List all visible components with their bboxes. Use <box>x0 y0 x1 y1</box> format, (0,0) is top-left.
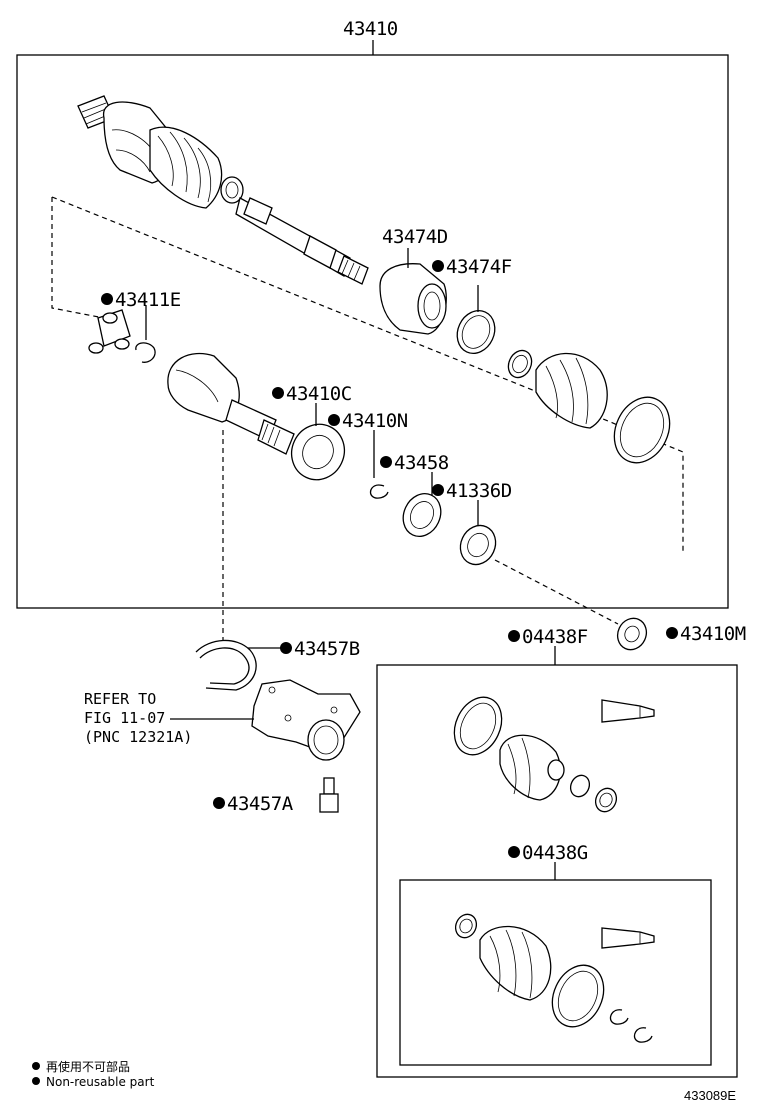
non-reusable-dot <box>380 456 392 468</box>
part-label-43457B: 43457B <box>280 640 360 659</box>
legend-dot <box>32 1062 40 1070</box>
assembly-label: 43410 <box>343 18 398 40</box>
part-label-43410M: 43410M <box>666 625 746 644</box>
inboard-joint <box>167 352 295 455</box>
bearing-43410C <box>290 403 346 481</box>
part-label-43457A: 43457A <box>213 795 293 814</box>
non-reusable-dot <box>666 627 678 639</box>
snap-ring-43410N <box>369 484 389 499</box>
non-reusable-dot <box>432 260 444 272</box>
bearing-43410M <box>616 617 648 651</box>
part-label-04438G: 04438G <box>508 844 588 863</box>
legend-dot <box>32 1077 40 1085</box>
non-reusable-dot <box>432 484 444 496</box>
dash-diagonal <box>51 196 546 396</box>
seal-41336D <box>459 500 497 566</box>
bearing-bracket <box>170 679 361 761</box>
part-label-43410N: 43410N <box>328 412 408 431</box>
part-label-43474D: 43474D <box>382 226 448 248</box>
boot-kit-F-parts <box>453 696 655 813</box>
reference-note-line3: (PNC 12321A) <box>84 728 193 746</box>
part-label-43410C: 43410C <box>272 385 352 404</box>
dash-left <box>51 197 105 319</box>
part-label-43411E: 43411E <box>101 291 181 310</box>
non-reusable-dot <box>508 846 520 858</box>
boot-kit-frame-outer <box>376 664 738 1078</box>
non-reusable-dot <box>280 642 292 654</box>
legend-english: Non-reusable part <box>32 1075 154 1089</box>
inboard-boot <box>507 349 671 464</box>
drive-shaft-assembly <box>77 95 369 285</box>
figure-id: 433089E <box>684 1088 737 1103</box>
reference-note-line1: REFER TO <box>84 690 157 708</box>
reference-note-line2: FIG 11-07 <box>84 709 166 727</box>
part-label-43458: 43458 <box>380 454 449 473</box>
clamp-43474F <box>456 285 496 354</box>
dynamic-damper-43474D <box>379 248 447 335</box>
non-reusable-dot <box>272 387 284 399</box>
dash-bearing <box>494 559 619 625</box>
tripod-43411E <box>88 305 156 363</box>
non-reusable-dot <box>328 414 340 426</box>
non-reusable-dot <box>508 630 520 642</box>
non-reusable-dot <box>101 293 113 305</box>
bolt-43457A <box>319 777 339 813</box>
snap-ring-43457B <box>195 639 284 691</box>
boot-kit-G-parts <box>454 913 655 1043</box>
legend-japanese: 再使用不可部品 <box>32 1058 130 1075</box>
part-label-04438F: 04438F <box>508 628 588 647</box>
part-label-41336D: 41336D <box>432 482 512 501</box>
seal-43458 <box>402 472 442 537</box>
part-label-43474F: 43474F <box>432 258 512 277</box>
boot-kit-frame-inner <box>399 879 712 1066</box>
non-reusable-dot <box>213 797 225 809</box>
